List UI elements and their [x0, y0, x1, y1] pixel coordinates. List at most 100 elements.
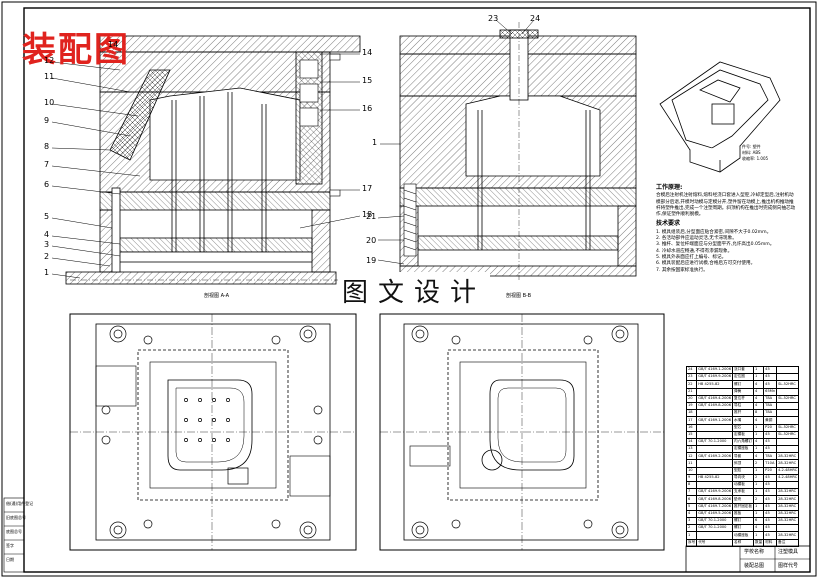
callout-left-9: 9	[44, 116, 50, 125]
bom-cell: 9	[685, 473, 698, 483]
tech-requirement-item: 1. 模具组装后,分型面应贴合紧密,间隙不大于0.02mm。	[656, 229, 772, 235]
section-label-a: 剖视图 A-A	[204, 293, 230, 299]
bom-cell: 2	[685, 524, 698, 533]
bom-cell: 定模板	[732, 430, 754, 439]
bom-cell	[696, 445, 734, 454]
bom-cell	[696, 459, 734, 468]
callout-right-18: 18	[362, 210, 373, 219]
bom-cell: P20	[763, 466, 778, 475]
bom-cell: 28-32HRC	[776, 516, 800, 526]
bom-cell: 28-32HRC	[776, 531, 800, 540]
section-view-b	[399, 22, 637, 280]
bom-cell: 15	[685, 430, 698, 439]
assembly-drawing-stamp: 装配图	[22, 30, 130, 70]
callout-left-5: 5	[44, 212, 50, 221]
bom-cell: 4	[752, 524, 765, 533]
left-strip-label: 底图总号	[6, 529, 22, 534]
title-block-name: 注塑模具	[778, 549, 799, 555]
bom-cell: HB 4255-82	[696, 473, 734, 483]
bom-cell	[776, 373, 800, 382]
left-strip-label: 日期	[6, 557, 14, 562]
bom-cell: GB/T 4169.9-2006	[696, 488, 734, 497]
callout-b-23: 23	[488, 14, 499, 23]
bom-cell: 1	[685, 531, 698, 540]
bom-cell	[776, 416, 800, 425]
bom-cell	[696, 423, 734, 432]
callout-left-7: 7	[44, 160, 50, 169]
bom-cell: 8	[685, 480, 698, 490]
bom-cell: 22	[685, 380, 698, 389]
bom-cell: 推板	[732, 509, 754, 518]
bom-cell: GB/T 70.1-2000	[696, 516, 734, 526]
bom-cell: 65Mn	[763, 387, 778, 396]
bom-cell: 内六角螺钉	[732, 437, 754, 447]
left-strip-label: 签字	[6, 543, 14, 548]
callout-b-19: 19	[366, 256, 377, 265]
bom-cell: 45	[763, 380, 778, 389]
bom-cell: 45	[763, 365, 778, 375]
bom-cell: 20	[685, 394, 698, 403]
bom-cell: 黄铜	[763, 416, 778, 425]
bom-cell: 18	[685, 409, 698, 418]
bom-cell: GB/T 4169.5-2006	[696, 509, 734, 518]
bom-cell: 4.2-48HRC	[776, 466, 800, 475]
bom-cell: 28-32HRC	[776, 509, 800, 518]
callout-left-2: 2	[44, 252, 50, 261]
bom-cell: 23	[685, 373, 698, 382]
bom-cell: 4.2-48HRC	[776, 473, 800, 483]
bom-cell: T8A	[763, 409, 778, 418]
bom-cell: GB/T 4169.9-2006	[696, 373, 734, 382]
left-binding-strip	[3, 497, 25, 573]
bom-cell: P20	[763, 423, 778, 432]
bom-cell: 4	[752, 380, 765, 389]
bom-cell: HB 4255-82	[696, 380, 734, 389]
bom-cell: 13	[685, 445, 698, 454]
watermark-text: 图文设计	[338, 272, 491, 309]
bom-cell: SL-52HRC	[776, 394, 800, 403]
bom-header-cell: 备注	[776, 538, 800, 547]
tech-requirement-item: 5. 模具外表面应打上编号、标记。	[656, 254, 727, 260]
title-block-code: 图样代号	[778, 563, 799, 569]
bom-cell: 7	[685, 488, 698, 497]
bom-cell: 型芯	[732, 423, 754, 432]
bom-cell: 17	[685, 416, 698, 425]
callout-b-21: 21	[366, 212, 377, 221]
bom-header-cell: 名称	[732, 538, 754, 547]
tech-requirement-item: 4. 冷却水道应畅通,不得有渗漏现象。	[656, 248, 733, 254]
bom-cell: 45	[763, 430, 778, 439]
bom-cell	[696, 409, 734, 418]
work-principle-text: 合模后注射机注射熔料,熔料经浇口套进入型腔,冷却定型后,注射机动模部分后退,开模…	[656, 193, 796, 218]
callout-b-20: 20	[366, 236, 377, 245]
bom-cell: GB/T 4169.1-2006	[696, 365, 734, 375]
callout-right-14: 14	[362, 48, 373, 57]
bom-cell: 4	[752, 437, 765, 447]
bom-cell: 45	[763, 509, 778, 518]
plan-view-moving-half	[69, 313, 357, 551]
bom-cell: 1	[752, 531, 765, 540]
callout-left-10: 10	[44, 98, 55, 107]
callout-left-1: 1	[44, 268, 50, 277]
callout-left-14: 14	[108, 40, 119, 49]
bom-cell: 动模板	[732, 480, 754, 490]
section-view-a	[65, 35, 361, 285]
bom-cell: 45	[763, 445, 778, 454]
bom-cell: 1	[752, 373, 765, 382]
bom-cell: 4	[752, 387, 765, 396]
bom-cell: 4	[752, 452, 765, 461]
bom-cell: 浇口套	[732, 365, 754, 375]
bom-cell: 型腔	[732, 466, 754, 475]
isometric-part-view	[659, 61, 781, 173]
